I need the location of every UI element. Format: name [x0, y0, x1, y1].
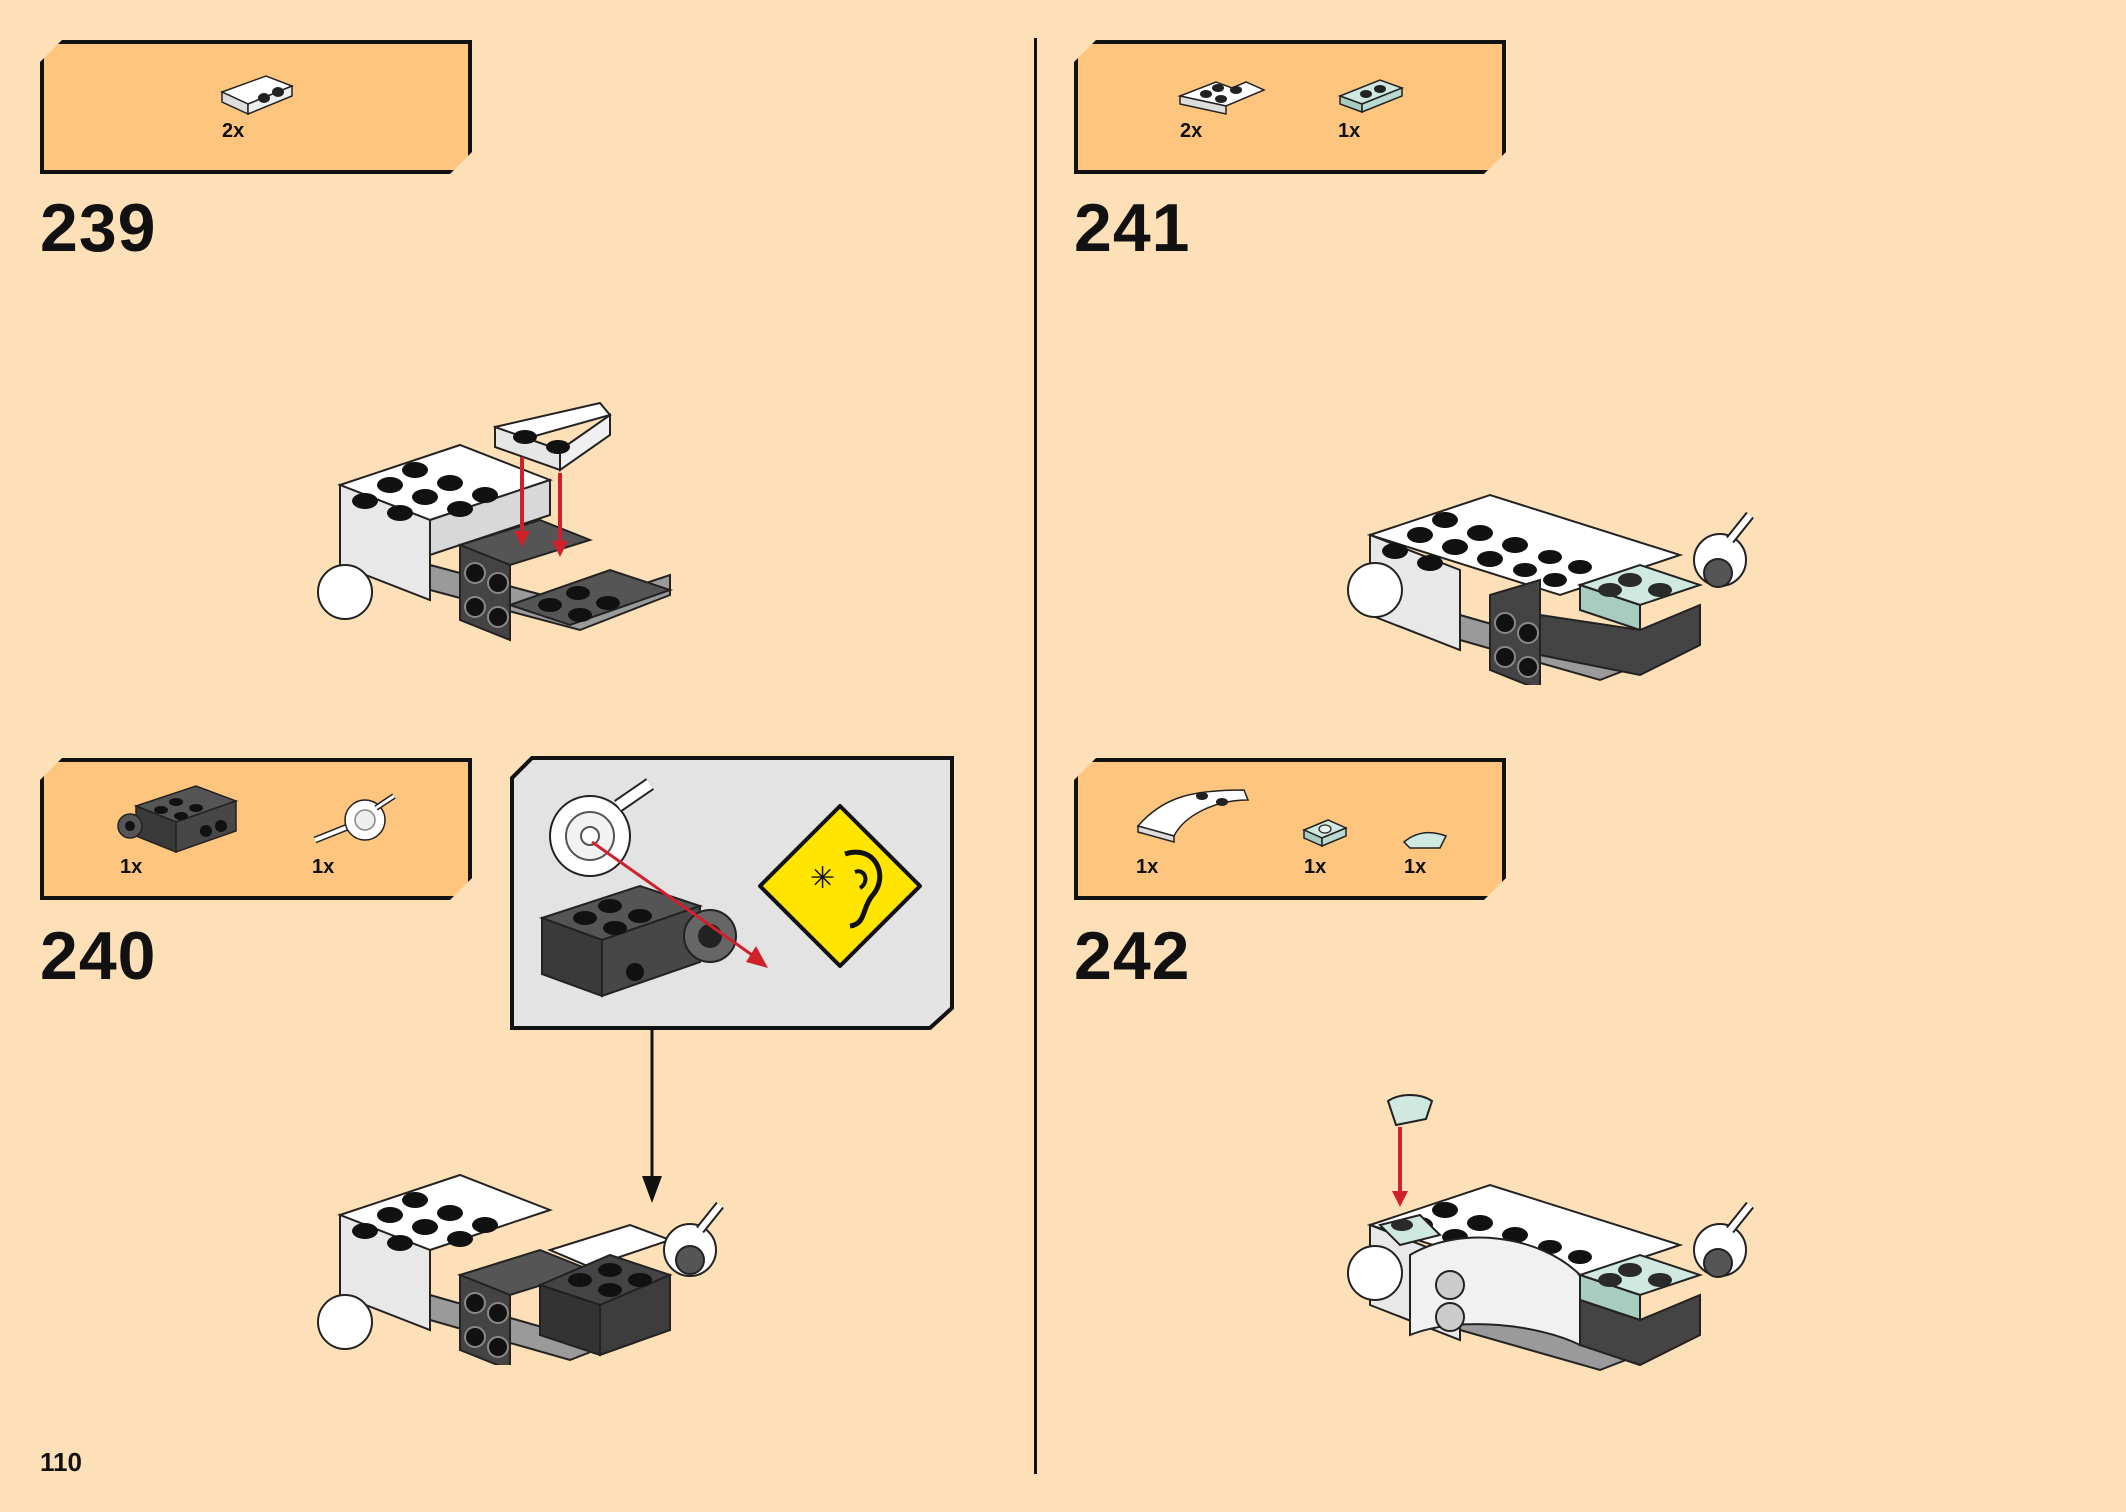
step-number: 240	[40, 918, 157, 994]
part-count: 1x	[1338, 120, 1361, 142]
step-number: 239	[40, 190, 157, 266]
white-curved-slope-icon	[1136, 789, 1250, 843]
detail-pointer-arrow	[642, 1028, 662, 1203]
light-aqua-quarter-tile-icon	[1402, 831, 1448, 849]
step-240-model	[317, 1173, 724, 1365]
part-count: 1x	[120, 856, 143, 878]
dark-grey-technic-brick-2x2-icon	[117, 785, 239, 854]
light-aqua-plate-1x2-icon	[1337, 79, 1405, 114]
part-count: 1x	[1304, 856, 1327, 878]
part-count: 2x	[222, 120, 245, 142]
light-aqua-tile-round-icon	[1302, 819, 1348, 848]
step-241-model	[1347, 493, 1754, 685]
part-count: 2x	[1180, 120, 1203, 142]
sub-assembly-detail-box: ✳	[510, 756, 954, 1030]
svg-text:✳: ✳	[810, 861, 835, 896]
part-count: 1x	[312, 856, 335, 878]
step-242-model	[1347, 1094, 1754, 1372]
white-plate-corner-icon	[1177, 81, 1266, 115]
parts-callout-step-241	[1074, 40, 1506, 174]
step-number: 241	[1074, 190, 1191, 266]
step-number: 242	[1074, 918, 1191, 994]
part-count: 1x	[1136, 856, 1159, 878]
page-number: 110	[40, 1447, 82, 1477]
white-ball-joint-connector-icon	[313, 793, 396, 844]
page-divider	[1034, 38, 1037, 1474]
dark-grey-technic-brick-detail-icon	[538, 884, 737, 998]
part-count: 1x	[1404, 856, 1427, 878]
white-bracket-1x2-icon	[220, 75, 295, 116]
parts-callout-step-240	[40, 758, 472, 900]
listen-for-click-warning-icon: ✳	[758, 804, 922, 968]
step-239-model	[317, 401, 674, 642]
